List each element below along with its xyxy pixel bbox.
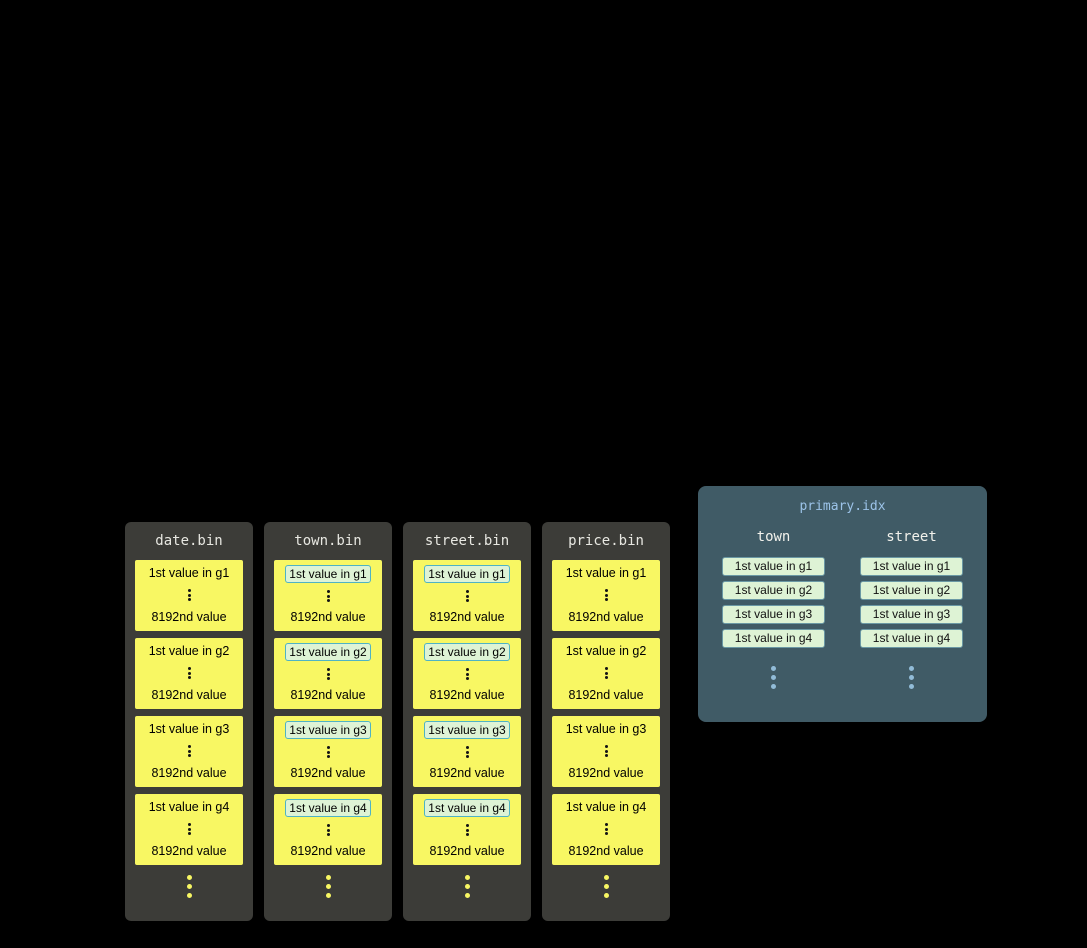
granule-last-value: 8192nd value [429, 766, 505, 780]
granule-last-value: 8192nd value [568, 688, 644, 702]
vertical-ellipsis-icon [326, 667, 330, 682]
granule-g2: 1st value in g2 8192nd value [413, 638, 521, 709]
vertical-ellipsis-icon [465, 589, 469, 604]
bin-file-title: street.bin [424, 533, 510, 549]
bin-file-title: price.bin [568, 533, 644, 549]
granule-g2: 1st value in g2 8192nd value [552, 638, 660, 709]
vertical-ellipsis-icon [604, 666, 608, 681]
granule-g3: 1st value in g3 8192nd value [552, 716, 660, 787]
granule-g4: 1st value in g4 8192nd value [413, 794, 521, 865]
vertical-ellipsis-icon [187, 666, 191, 681]
granule-first-value-highlighted: 1st value in g1 [424, 565, 510, 583]
index-entry: 1st value in g2 [722, 581, 825, 600]
granule-first-value-highlighted: 1st value in g2 [285, 643, 371, 661]
granule-first-value-highlighted: 1st value in g3 [285, 721, 371, 739]
vertical-ellipsis-icon [187, 822, 191, 837]
granule-g4: 1st value in g4 8192nd value [552, 794, 660, 865]
granule-first-value: 1st value in g4 [148, 800, 230, 814]
granule-g2: 1st value in g2 8192nd value [135, 638, 243, 709]
bin-file-price: price.bin 1st value in g1 8192nd value 1… [542, 522, 670, 921]
granule-g4: 1st value in g4 8192nd value [135, 794, 243, 865]
bin-file-title: date.bin [155, 533, 223, 549]
granule-last-value: 8192nd value [290, 766, 366, 780]
index-column-header: town [756, 529, 791, 545]
bin-file-street: street.bin 1st value in g1 8192nd value … [403, 522, 531, 921]
granule-last-value: 8192nd value [429, 844, 505, 858]
granule-g3: 1st value in g3 8192nd value [274, 716, 382, 787]
vertical-ellipsis-icon [187, 588, 191, 603]
granule-g4: 1st value in g4 8192nd value [274, 794, 382, 865]
index-column-town: town 1st value in g1 1st value in g2 1st… [722, 529, 825, 693]
granule-last-value: 8192nd value [429, 610, 505, 624]
more-granules-ellipsis-icon [552, 875, 660, 898]
granule-g2: 1st value in g2 8192nd value [274, 638, 382, 709]
granule-last-value: 8192nd value [151, 610, 227, 624]
granule-last-value: 8192nd value [429, 688, 505, 702]
vertical-ellipsis-icon [604, 588, 608, 603]
bin-file-date: date.bin 1st value in g1 8192nd value 1s… [125, 522, 253, 921]
granule-first-value: 1st value in g1 [148, 566, 230, 580]
granule-g1: 1st value in g1 8192nd value [552, 560, 660, 631]
granule-first-value: 1st value in g3 [565, 722, 647, 736]
granule-last-value: 8192nd value [568, 844, 644, 858]
granule-g1: 1st value in g1 8192nd value [274, 560, 382, 631]
granule-last-value: 8192nd value [151, 766, 227, 780]
index-entry: 1st value in g4 [860, 629, 963, 648]
granule-last-value: 8192nd value [151, 844, 227, 858]
granule-first-value: 1st value in g2 [565, 644, 647, 658]
granule-g3: 1st value in g3 8192nd value [413, 716, 521, 787]
granule-first-value: 1st value in g4 [565, 800, 647, 814]
more-entries-ellipsis-icon [771, 662, 776, 693]
granule-last-value: 8192nd value [290, 688, 366, 702]
granule-last-value: 8192nd value [568, 610, 644, 624]
granule-g1: 1st value in g1 8192nd value [413, 560, 521, 631]
primary-index-columns: town 1st value in g1 1st value in g2 1st… [722, 529, 963, 693]
index-entry: 1st value in g3 [722, 605, 825, 624]
index-column-header: street [886, 529, 937, 545]
vertical-ellipsis-icon [465, 745, 469, 760]
granule-g1: 1st value in g1 8192nd value [135, 560, 243, 631]
index-entry: 1st value in g3 [860, 605, 963, 624]
more-granules-ellipsis-icon [413, 875, 521, 898]
more-granules-ellipsis-icon [135, 875, 243, 898]
granule-last-value: 8192nd value [151, 688, 227, 702]
vertical-ellipsis-icon [326, 745, 330, 760]
granule-first-value-highlighted: 1st value in g4 [424, 799, 510, 817]
bin-file-title: town.bin [294, 533, 362, 549]
granule-last-value: 8192nd value [290, 610, 366, 624]
vertical-ellipsis-icon [465, 823, 469, 838]
granule-last-value: 8192nd value [290, 844, 366, 858]
vertical-ellipsis-icon [187, 744, 191, 759]
index-column-street: street 1st value in g1 1st value in g2 1… [860, 529, 963, 693]
granule-first-value: 1st value in g1 [565, 566, 647, 580]
bin-file-town: town.bin 1st value in g1 8192nd value 1s… [264, 522, 392, 921]
vertical-ellipsis-icon [604, 822, 608, 837]
index-entry: 1st value in g2 [860, 581, 963, 600]
vertical-ellipsis-icon [465, 667, 469, 682]
primary-index-panel: primary.idx town 1st value in g1 1st val… [698, 486, 987, 722]
granule-first-value-highlighted: 1st value in g1 [285, 565, 371, 583]
granule-g3: 1st value in g3 8192nd value [135, 716, 243, 787]
more-entries-ellipsis-icon [909, 662, 914, 693]
index-entry: 1st value in g4 [722, 629, 825, 648]
vertical-ellipsis-icon [326, 589, 330, 604]
granule-first-value: 1st value in g3 [148, 722, 230, 736]
vertical-ellipsis-icon [604, 744, 608, 759]
granule-last-value: 8192nd value [568, 766, 644, 780]
granule-first-value-highlighted: 1st value in g4 [285, 799, 371, 817]
index-entry: 1st value in g1 [860, 557, 963, 576]
granule-first-value-highlighted: 1st value in g2 [424, 643, 510, 661]
index-entry: 1st value in g1 [722, 557, 825, 576]
vertical-ellipsis-icon [326, 823, 330, 838]
primary-index-title: primary.idx [799, 499, 886, 514]
more-granules-ellipsis-icon [274, 875, 382, 898]
granule-first-value: 1st value in g2 [148, 644, 230, 658]
granule-first-value-highlighted: 1st value in g3 [424, 721, 510, 739]
